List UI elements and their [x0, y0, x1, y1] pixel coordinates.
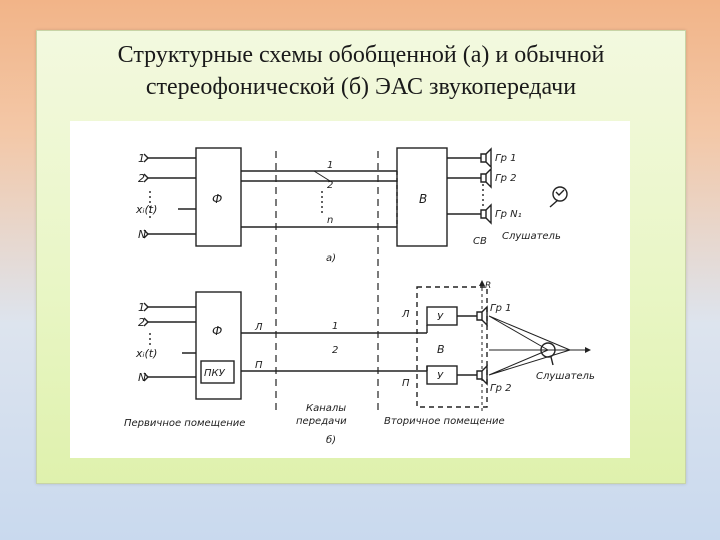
channel-b-2: 2 — [332, 345, 338, 356]
sv-label: СВ — [473, 236, 487, 247]
title-line-2: стереофонической (б) ЭАС звукопередачи — [145, 74, 577, 100]
right-in-p: П — [402, 378, 410, 389]
section-dividers — [275, 151, 379, 413]
amp-top-label: У — [437, 312, 444, 323]
input-label-a-n: N — [138, 228, 146, 241]
amp-lines-b — [426, 315, 477, 376]
input-label-b-xi: xᵢ(t) — [135, 347, 157, 360]
block-v-b — [416, 286, 488, 408]
amp-bottom-label: У — [437, 371, 444, 382]
speaker-a-1: Гр 1 — [495, 153, 516, 164]
right-in-l: Л — [401, 309, 410, 320]
axis-label-r: R — [485, 281, 491, 291]
input-label-a-xi: xᵢ(t) — [135, 203, 157, 216]
section-channels-2: передачи — [296, 416, 347, 427]
block-f-b-label: Ф — [212, 324, 222, 338]
speaker-b-1: Гр 1 — [490, 303, 511, 314]
block-pku — [200, 360, 235, 384]
input-label-b-2: 2 — [138, 316, 145, 329]
channel-a-n: n — [327, 215, 333, 226]
section-primary: Первичное помещение — [124, 418, 245, 429]
sound-rays-b — [479, 280, 591, 411]
speaker-b-2: Гр 2 — [490, 383, 511, 394]
pku-label: ПКУ — [204, 368, 226, 379]
block-f-a — [195, 147, 242, 247]
caption-a: а) — [326, 253, 336, 264]
channel-b-1: 1 — [332, 321, 338, 332]
channel-lines-a — [241, 170, 398, 228]
input-label-b-n: N — [138, 371, 146, 384]
input-label-a-2: 2 — [138, 172, 145, 185]
block-f-a-label: Ф — [212, 192, 222, 206]
block-v-a-label: В — [419, 192, 427, 206]
block-f-b — [195, 291, 242, 400]
diagram-panel: 1 2 xᵢ(t) N Ф 1 2 n В Гр 1 Гр 2 Гр N₁ Сл… — [70, 121, 630, 458]
channel-a-2: 2 — [327, 180, 333, 191]
speaker-icons-a — [480, 147, 492, 225]
left-out-l: Л — [254, 322, 263, 333]
channel-lines-b — [241, 332, 427, 372]
section-channels-1: Каналы — [306, 403, 346, 414]
section-secondary: Вторичное помещение — [384, 416, 505, 427]
caption-b: б) — [326, 434, 336, 446]
speaker-a-2: Гр 2 — [495, 173, 516, 184]
speaker-a-n: Гр N₁ — [495, 209, 522, 220]
block-v-b-label: В — [437, 343, 445, 356]
slide-title: Структурные схемы обобщенной (а) и обычн… — [37, 39, 685, 103]
title-line-1: Структурные схемы обобщенной (а) и обычн… — [117, 42, 605, 68]
input-lines-b — [143, 302, 196, 382]
left-out-p: П — [255, 360, 263, 371]
channel-a-1: 1 — [327, 160, 333, 171]
listener-icon-b — [540, 342, 556, 366]
input-label-a-1: 1 — [138, 152, 145, 165]
input-lines-a — [143, 153, 196, 239]
listener-a-label: Слушатель — [502, 231, 561, 242]
listener-b-label: Слушатель — [536, 371, 595, 382]
input-label-b-1: 1 — [138, 301, 145, 314]
structure-diagram: 1 2 xᵢ(t) N Ф 1 2 n В Гр 1 Гр 2 Гр N₁ Сл… — [124, 147, 595, 446]
block-v-a — [396, 147, 448, 247]
speaker-lines-a — [447, 157, 484, 215]
listener-icon-a — [549, 186, 568, 208]
